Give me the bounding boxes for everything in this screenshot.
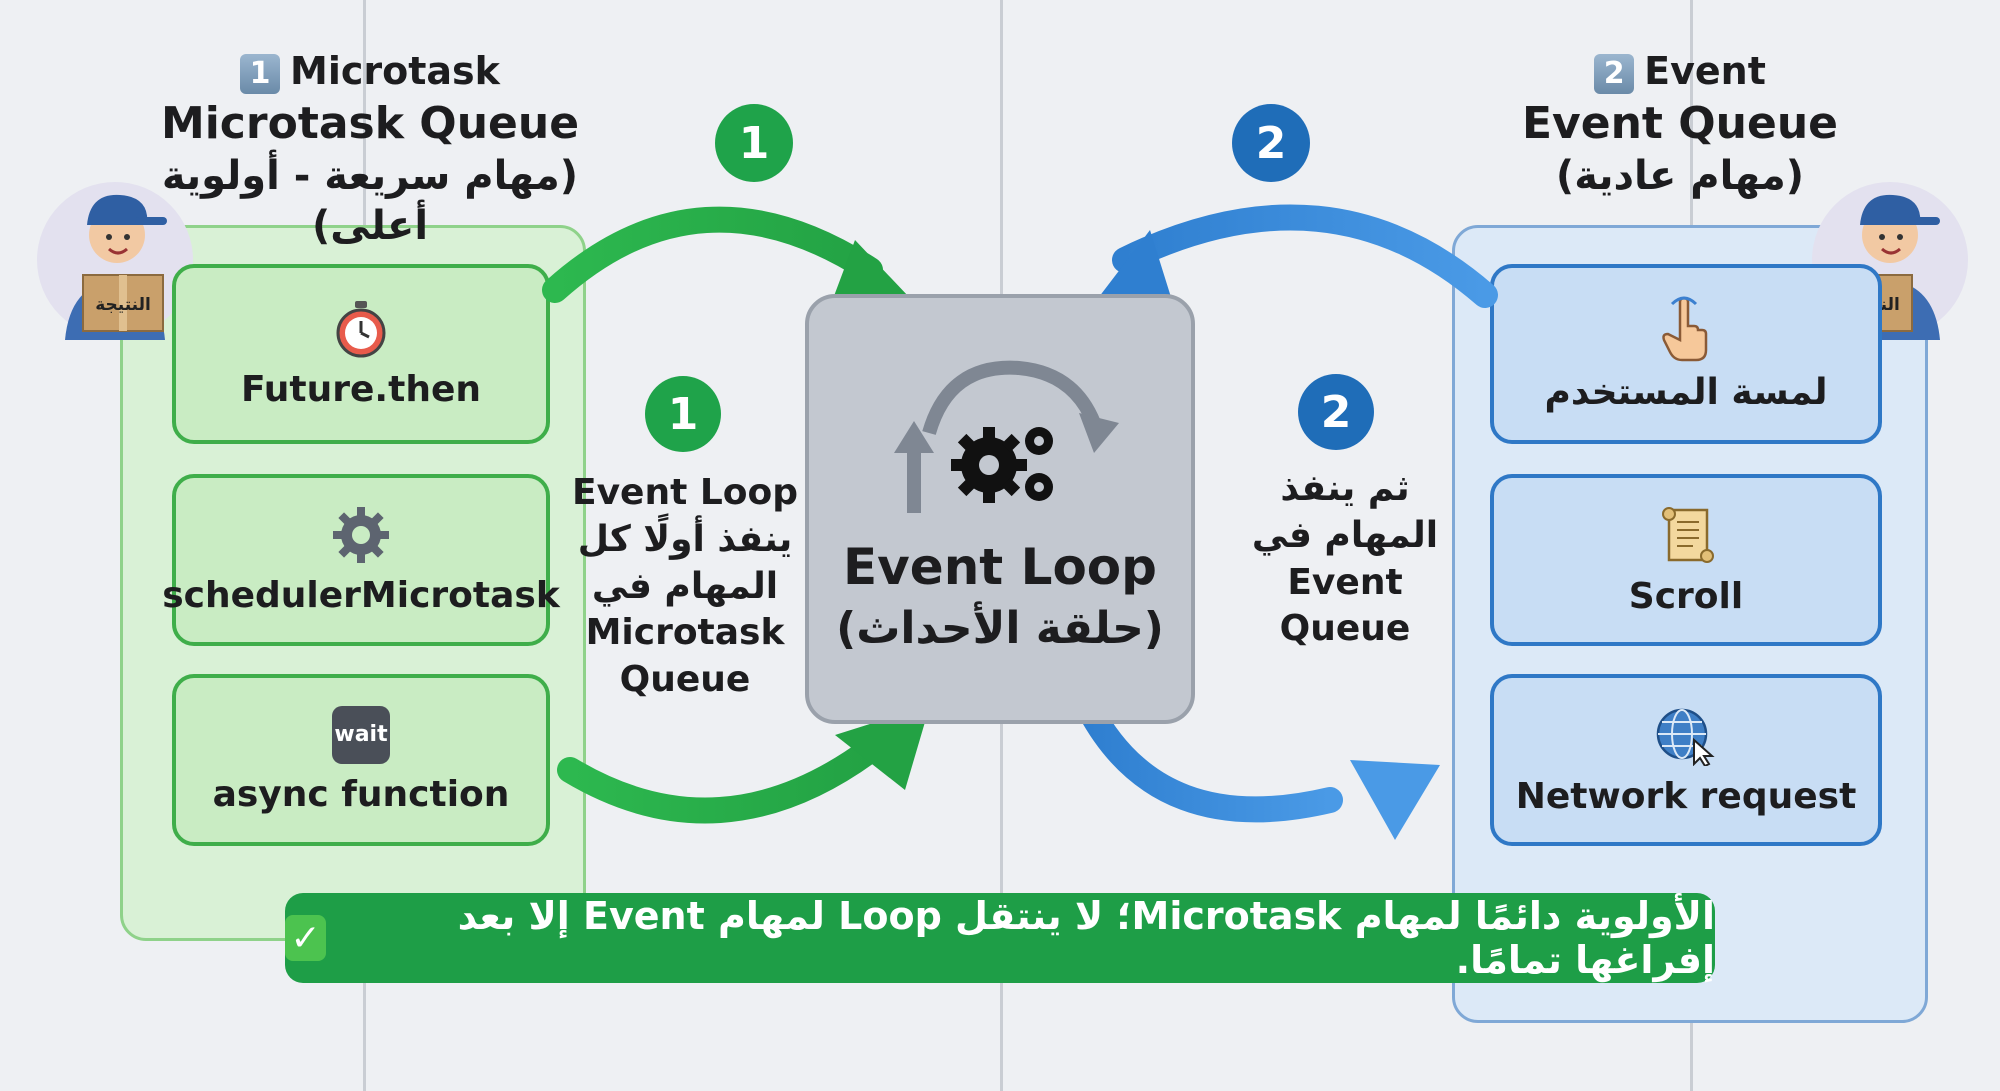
microtask-header-line1: Microtask — [290, 49, 500, 93]
event-card-label: لمسة المستخدم — [1544, 371, 1828, 413]
step1-line: Event Loop — [571, 472, 799, 513]
event-card-label: Network request — [1515, 775, 1857, 817]
event-card-scroll: Scroll — [1490, 474, 1882, 646]
step2-line: المهام في — [1251, 514, 1439, 556]
step2-line: Queue — [1279, 608, 1411, 650]
step1-line: Microtask — [585, 612, 785, 654]
step1-badge: 1 — [645, 376, 721, 452]
event-loop-subtitle: (حلقة الأحداث) — [836, 603, 1164, 654]
arrow-loop-to-event — [1077, 697, 1440, 840]
step2-line: Event — [1287, 561, 1403, 603]
event-loop-box: Event Loop (حلقة الأحداث) — [805, 294, 1195, 724]
cycle-arrows-icon — [894, 360, 1119, 513]
microtask-header-line2: Microtask Queue — [160, 97, 580, 149]
event-loop-title: Event Loop — [843, 538, 1157, 596]
step1-text: Event Loop ينفذ أولًا كل المهام في Micro… — [570, 470, 800, 704]
scroll-icon — [1662, 506, 1714, 563]
event-card-label: Scroll — [1628, 575, 1744, 617]
microtask-card-async: wait async function — [172, 674, 550, 846]
step2-line: ثم ينفذ — [1280, 468, 1410, 509]
event-header-line2: Event Queue — [1522, 97, 1838, 149]
step1-line: ينفذ أولًا كل — [577, 518, 793, 560]
microtask-card-future-then: Future.then — [172, 264, 550, 444]
step2-top-badge: 2 — [1232, 104, 1310, 182]
step1-top-badge: 1 — [715, 104, 793, 182]
microtask-card-label: async function — [212, 773, 510, 815]
banner-text: الأولوية دائمًا لمهام Microtask؛ لا ينتق… — [457, 894, 1715, 982]
microtask-card-label: Future.then — [241, 368, 481, 410]
step2-text: ثم ينفذ المهام في Event Queue — [1230, 466, 1460, 653]
step2-badge: 2 — [1298, 374, 1374, 450]
arrow-microtask-to-loop-bottom — [557, 705, 930, 824]
number-badge: 2 — [1594, 53, 1635, 94]
box-label: النتيجة — [95, 295, 151, 315]
wait-icon: wait — [332, 705, 390, 764]
number-badge: 1 — [240, 53, 281, 94]
delivery-person-icon: النتيجة — [37, 182, 193, 340]
microtask-card-label: schedulerMicrotask — [162, 574, 560, 616]
hand-pointer-icon — [1662, 296, 1708, 361]
event-header-line1: Event — [1644, 49, 1766, 93]
gears-icon — [951, 427, 1053, 503]
microtask-card-scheduler: schedulerMicrotask — [162, 474, 560, 646]
event-header-line3: (مهام عادية) — [1555, 152, 1805, 199]
stopwatch-icon — [336, 300, 386, 357]
event-card-user-touch: لمسة المستخدم — [1490, 264, 1882, 444]
check-icon: ✓ — [285, 915, 327, 961]
priority-banner: ✓ الأولوية دائمًا لمهام Microtask؛ لا ين… — [285, 893, 1715, 983]
step1-line: المهام في — [591, 565, 779, 607]
globe-icon — [1656, 708, 1715, 766]
microtask-header-line3: (مهام سريعة - أولوية أعلى) — [161, 152, 579, 249]
step1-line: Queue — [619, 659, 751, 701]
event-card-network: Network request — [1490, 674, 1882, 846]
gear-icon — [333, 506, 389, 563]
